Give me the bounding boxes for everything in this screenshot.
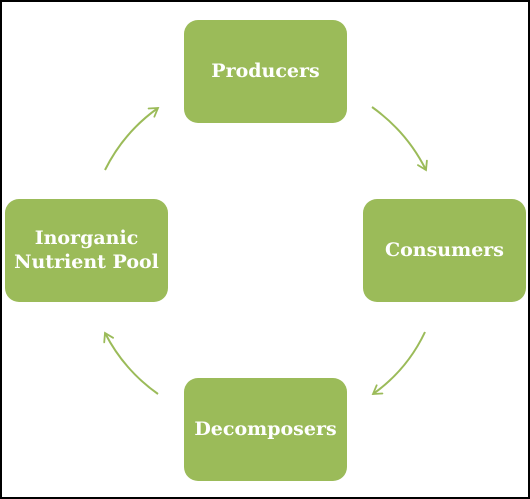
node-decomposers: Decomposers bbox=[184, 378, 347, 481]
arrow-decomposers-to-inorganic bbox=[103, 331, 159, 395]
node-inorganic-label-line2: Nutrient Pool bbox=[14, 250, 159, 273]
node-inorganic-label-line1: Inorganic bbox=[34, 226, 139, 249]
node-consumers-label: Consumers bbox=[384, 238, 505, 261]
node-consumers: Consumers bbox=[363, 199, 526, 302]
node-inorganic-nutrient-pool: Inorganic Nutrient Pool bbox=[5, 199, 168, 302]
arrow-consumers-to-decomposers bbox=[371, 331, 426, 395]
arrow-inorganic-to-producers bbox=[104, 107, 160, 171]
arrow-producers-to-consumers bbox=[371, 106, 428, 172]
node-producers-label: Producers bbox=[211, 59, 320, 82]
node-producers: Producers bbox=[184, 20, 347, 123]
node-decomposers-label: Decomposers bbox=[194, 417, 337, 440]
